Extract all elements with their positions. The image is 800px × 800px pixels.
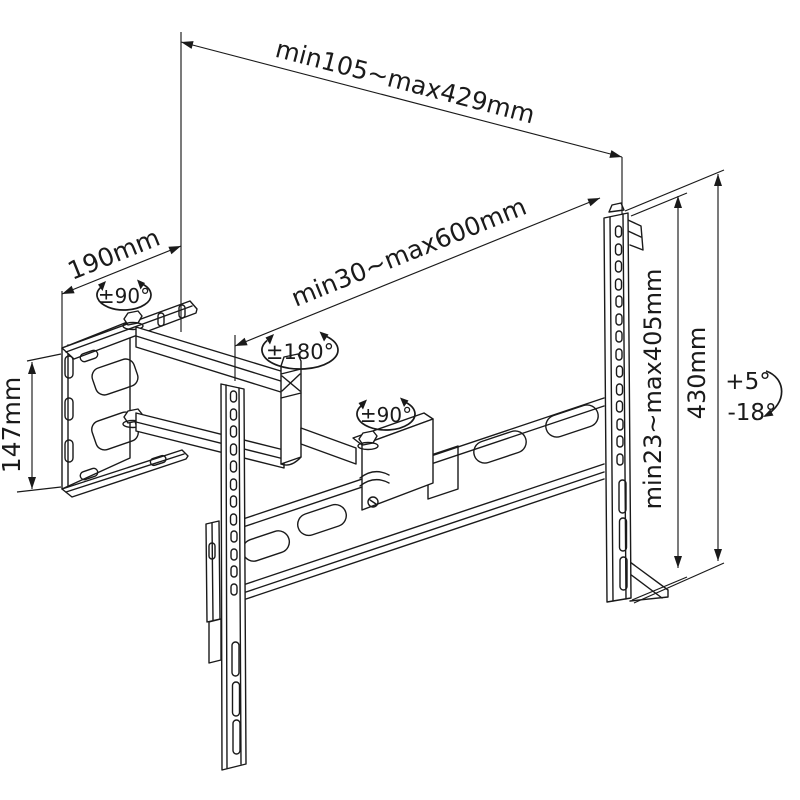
dim-line-depth bbox=[180, 41, 623, 158]
dim-depth-label: min105~max429mm bbox=[272, 34, 537, 129]
left-rail-clips bbox=[205, 520, 222, 664]
ext-line-430-top bbox=[624, 169, 725, 212]
upper-arm bbox=[135, 326, 285, 394]
ext-line-430-bottom bbox=[633, 562, 725, 604]
elbow-swivel-indicator: ±180° bbox=[261, 331, 339, 370]
elbow-joint bbox=[280, 353, 302, 466]
extension-beam bbox=[241, 397, 605, 601]
dim-bracket-height-label: 430mm bbox=[683, 327, 711, 420]
tilt-down-label: -18° bbox=[727, 400, 776, 426]
left-vesa-rail bbox=[220, 383, 247, 771]
dim-line-plate-width bbox=[61, 245, 182, 295]
left-rail-holes bbox=[229, 390, 241, 755]
tilt-indicator: +5° -18° bbox=[725, 369, 783, 426]
tv-swivel-label: ±90° bbox=[360, 403, 412, 427]
dim-line-extension bbox=[234, 197, 601, 347]
wall-swivel-indicator: ±90° bbox=[96, 279, 152, 311]
mount-drawing bbox=[61, 202, 669, 771]
tilt-up-label: +5° bbox=[725, 369, 770, 395]
right-rail-hooks bbox=[627, 219, 669, 602]
right-vesa-rail bbox=[603, 202, 632, 603]
arm-link bbox=[300, 427, 357, 465]
wall-swivel-label: ±90° bbox=[98, 284, 150, 308]
wall-plate bbox=[61, 300, 198, 498]
rotation-indicators: ±90° ±180° ±90° +5° -18° bbox=[96, 279, 783, 431]
dim-vesa-range-label: min23~max405mm bbox=[639, 269, 667, 510]
right-rail-top-tab bbox=[608, 202, 625, 213]
wall-plate-slots bbox=[64, 304, 186, 481]
dim-extension-label: min30~max600mm bbox=[287, 192, 530, 313]
ext-tick-147-top bbox=[26, 353, 62, 362]
bracket-swivel-bolt bbox=[357, 430, 379, 451]
right-rail-holes bbox=[614, 225, 628, 591]
ext-tick-147-bottom bbox=[16, 486, 62, 493]
ext-line-405-bottom bbox=[631, 576, 688, 601]
upper-pivot-bolt bbox=[122, 310, 144, 331]
tv-swivel-indicator: ±90° bbox=[356, 397, 416, 431]
elbow-swivel-label: ±180° bbox=[266, 340, 334, 364]
dim-plate-height-label: 147mm bbox=[0, 377, 26, 473]
bracket-screw bbox=[367, 496, 379, 508]
dim-plate-width-label: 190mm bbox=[64, 223, 164, 286]
